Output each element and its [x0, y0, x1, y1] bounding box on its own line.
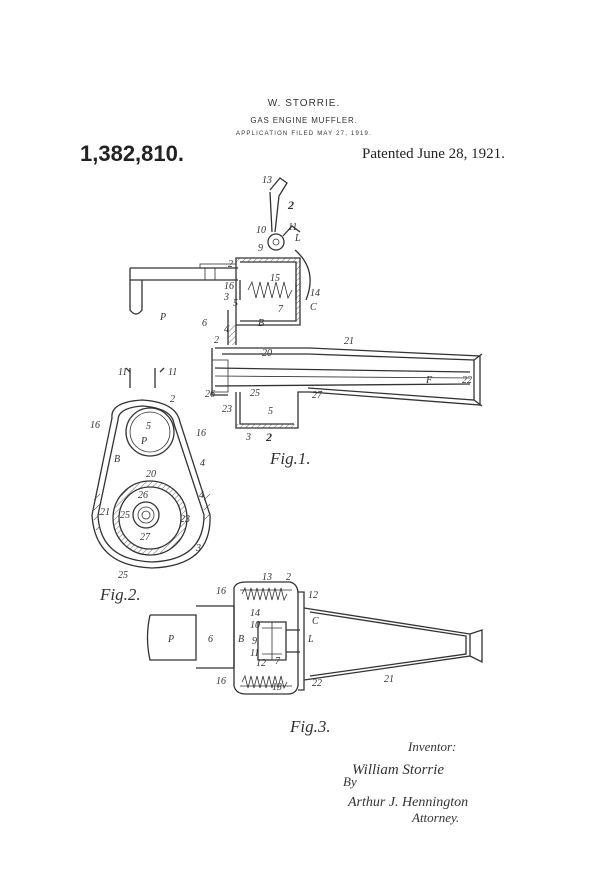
inventor-name: W. STORRIE.	[267, 98, 341, 109]
svg-text:2: 2	[265, 430, 272, 444]
svg-text:2: 2	[287, 198, 294, 212]
attorney-label: Attorney.	[411, 810, 459, 825]
svg-text:9: 9	[252, 636, 257, 647]
svg-text:L: L	[294, 233, 301, 244]
svg-text:12: 12	[256, 658, 266, 669]
svg-text:2: 2	[214, 335, 219, 346]
svg-text:B: B	[238, 634, 244, 645]
svg-text:B: B	[258, 318, 264, 329]
svg-text:B: B	[114, 454, 120, 465]
svg-text:7: 7	[275, 656, 281, 667]
svg-text:21: 21	[384, 674, 394, 685]
svg-text:16: 16	[90, 420, 100, 431]
svg-text:11: 11	[118, 367, 127, 378]
svg-text:10: 10	[250, 620, 260, 631]
svg-text:14: 14	[310, 288, 320, 299]
svg-text:14: 14	[250, 608, 260, 619]
svg-text:F: F	[425, 375, 433, 386]
svg-text:13: 13	[262, 572, 272, 583]
svg-text:25: 25	[118, 570, 128, 581]
svg-text:C: C	[312, 616, 319, 627]
svg-text:22: 22	[462, 375, 472, 386]
svg-text:22: 22	[312, 678, 322, 689]
svg-text:10: 10	[256, 225, 266, 236]
svg-text:C: C	[310, 302, 317, 313]
patent-date: Patented June 28, 1921.	[362, 146, 505, 162]
svg-text:27: 27	[312, 390, 323, 401]
svg-text:13: 13	[262, 175, 272, 186]
svg-text:27: 27	[140, 532, 151, 543]
svg-text:5: 5	[146, 421, 151, 432]
patent-title: GAS ENGINE MUFFLER.	[250, 116, 358, 125]
figure-3-drawing: 13 2 16 12 14 10 C P 6 B 9 L 11 12 7 16 …	[146, 572, 483, 695]
svg-text:L: L	[307, 634, 314, 645]
svg-text:11: 11	[250, 648, 259, 659]
svg-text:23: 23	[222, 404, 232, 415]
figure-1-label: Fig.1.	[269, 449, 311, 468]
filing-date: APPLICATION FILED MAY 27, 1919.	[236, 131, 372, 137]
svg-text:2: 2	[228, 259, 233, 270]
svg-text:9: 9	[258, 243, 263, 254]
svg-text:5: 5	[233, 298, 238, 309]
svg-text:20: 20	[146, 469, 156, 480]
svg-text:P: P	[167, 634, 174, 645]
svg-text:7: 7	[278, 304, 284, 315]
svg-text:13: 13	[272, 682, 282, 693]
svg-text:15: 15	[270, 273, 280, 284]
svg-text:20: 20	[262, 348, 272, 359]
figure-3-label: Fig.3.	[289, 717, 331, 736]
figure-2-drawing: 11 11 2 16 16 5 P B 20 4 4 26 21 23 25 2…	[90, 367, 211, 581]
svg-text:4: 4	[224, 324, 229, 335]
svg-text:2: 2	[170, 394, 175, 405]
svg-text:P: P	[159, 312, 166, 323]
svg-text:4: 4	[200, 458, 205, 469]
svg-text:3: 3	[245, 432, 251, 443]
svg-text:12: 12	[308, 590, 318, 601]
patent-number: 1,382,810.	[80, 141, 184, 166]
svg-text:6: 6	[208, 634, 213, 645]
svg-text:5: 5	[268, 406, 273, 417]
svg-text:3: 3	[195, 543, 201, 554]
svg-text:23: 23	[180, 514, 190, 525]
inventor-signature: William Storrie	[352, 762, 444, 778]
svg-text:16: 16	[196, 428, 206, 439]
svg-text:26: 26	[138, 490, 148, 501]
svg-text:6: 6	[202, 318, 207, 329]
svg-text:26: 26	[205, 389, 215, 400]
svg-text:P: P	[140, 436, 147, 447]
svg-text:11: 11	[168, 367, 177, 378]
by-label: By	[343, 774, 357, 789]
svg-text:3: 3	[223, 292, 229, 303]
svg-text:2: 2	[286, 572, 291, 583]
svg-text:4: 4	[199, 490, 204, 501]
svg-text:16: 16	[216, 676, 226, 687]
svg-text:16: 16	[224, 281, 234, 292]
signature-block: Inventor: William Storrie By Arthur J. H…	[343, 739, 468, 825]
attorney-signature: Arthur J. Hennington	[347, 795, 468, 810]
svg-text:11: 11	[288, 222, 297, 233]
svg-text:21: 21	[100, 507, 110, 518]
svg-text:21: 21	[344, 336, 354, 347]
inventor-label: Inventor:	[407, 739, 456, 754]
svg-text:16: 16	[216, 586, 226, 597]
svg-text:25: 25	[250, 388, 260, 399]
svg-text:25: 25	[120, 510, 130, 521]
figure-1-drawing: 13 2 10 11 L 9 2 15 16 3 5 B 7 14 C P 6 …	[129, 175, 483, 444]
figure-2-label: Fig.2.	[99, 585, 141, 604]
